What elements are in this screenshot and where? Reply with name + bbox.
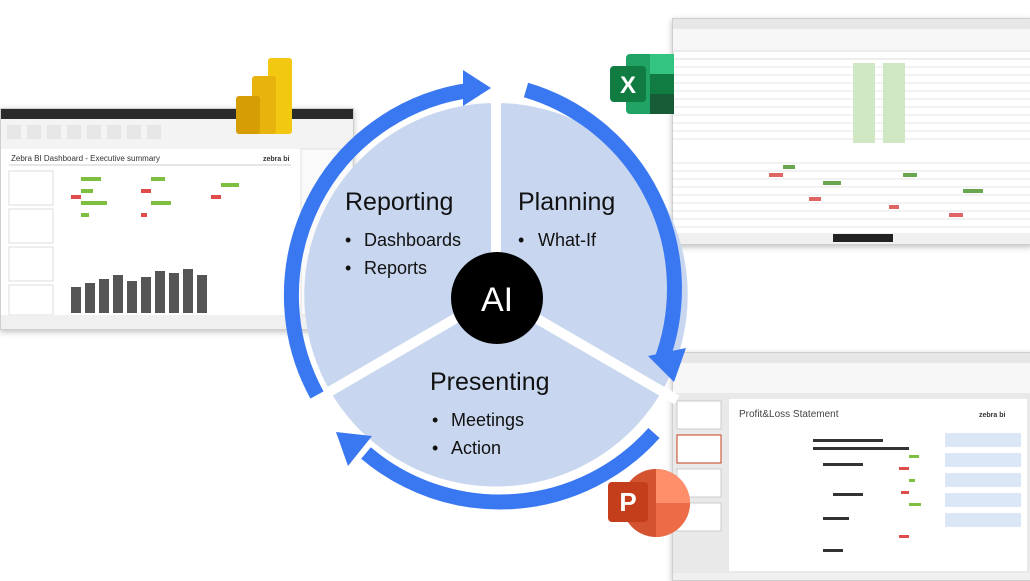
excel-logo-icon: X xyxy=(610,54,674,114)
planning-title: Planning xyxy=(518,188,615,216)
arrow-head-left xyxy=(336,432,372,466)
reporting-bullet-dot: • xyxy=(345,258,351,278)
ring-arrowheads xyxy=(336,70,686,466)
presenting-bullet-action: Action xyxy=(451,438,501,458)
planning-bullet-dot: • xyxy=(518,230,524,250)
ring-arc-left xyxy=(283,82,473,399)
presenting-title: Presenting xyxy=(430,368,550,396)
powerbi-brand: zebra bi xyxy=(263,156,290,163)
arrow-head-right xyxy=(648,348,686,382)
cycle-ring xyxy=(283,82,682,510)
planning-bullet-what-if: What-If xyxy=(538,230,597,250)
reporting-bullet-dot: • xyxy=(345,230,351,250)
presenting-sector xyxy=(330,295,662,487)
presenting-bullet-meetings: Meetings xyxy=(451,410,524,430)
powerpoint-slide-view: Profit&Loss Statement zebra bi xyxy=(673,353,1030,580)
powerpoint-screenshot: Profit&Loss Statement zebra bi xyxy=(672,352,1030,581)
powerbi-logo xyxy=(236,58,292,134)
arrow-head-top xyxy=(463,70,491,106)
powerpoint-logo: P xyxy=(608,469,690,537)
reporting-bullet-dashboards: Dashboards xyxy=(364,230,461,250)
ring-arc-right xyxy=(523,82,682,365)
reporting-title: Reporting xyxy=(345,188,453,216)
presenting-bullet-dot: • xyxy=(432,410,438,430)
powerpoint-logo-icon: P xyxy=(608,469,690,537)
powerpoint-brand: zebra bi xyxy=(979,412,1006,419)
excel-screenshot xyxy=(672,18,1030,245)
ring-arc-bottom xyxy=(361,427,660,510)
excel-logo: X xyxy=(610,54,674,114)
ai-center-circle xyxy=(451,252,543,344)
dashboard-title: Zebra BI Dashboard - Executive summary xyxy=(11,154,160,163)
powerbi-logo-icon xyxy=(236,58,292,134)
ai-center-label: AI xyxy=(481,281,513,319)
title-bar xyxy=(1,109,353,119)
slide-title: Profit&Loss Statement xyxy=(739,409,839,420)
excel-worksheet xyxy=(673,19,1030,244)
reporting-bullet-reports: Reports xyxy=(364,258,427,278)
presenting-bullet-dot: • xyxy=(432,438,438,458)
powerpoint-logo-letter: P xyxy=(619,487,636,517)
excel-logo-letter: X xyxy=(620,72,636,99)
